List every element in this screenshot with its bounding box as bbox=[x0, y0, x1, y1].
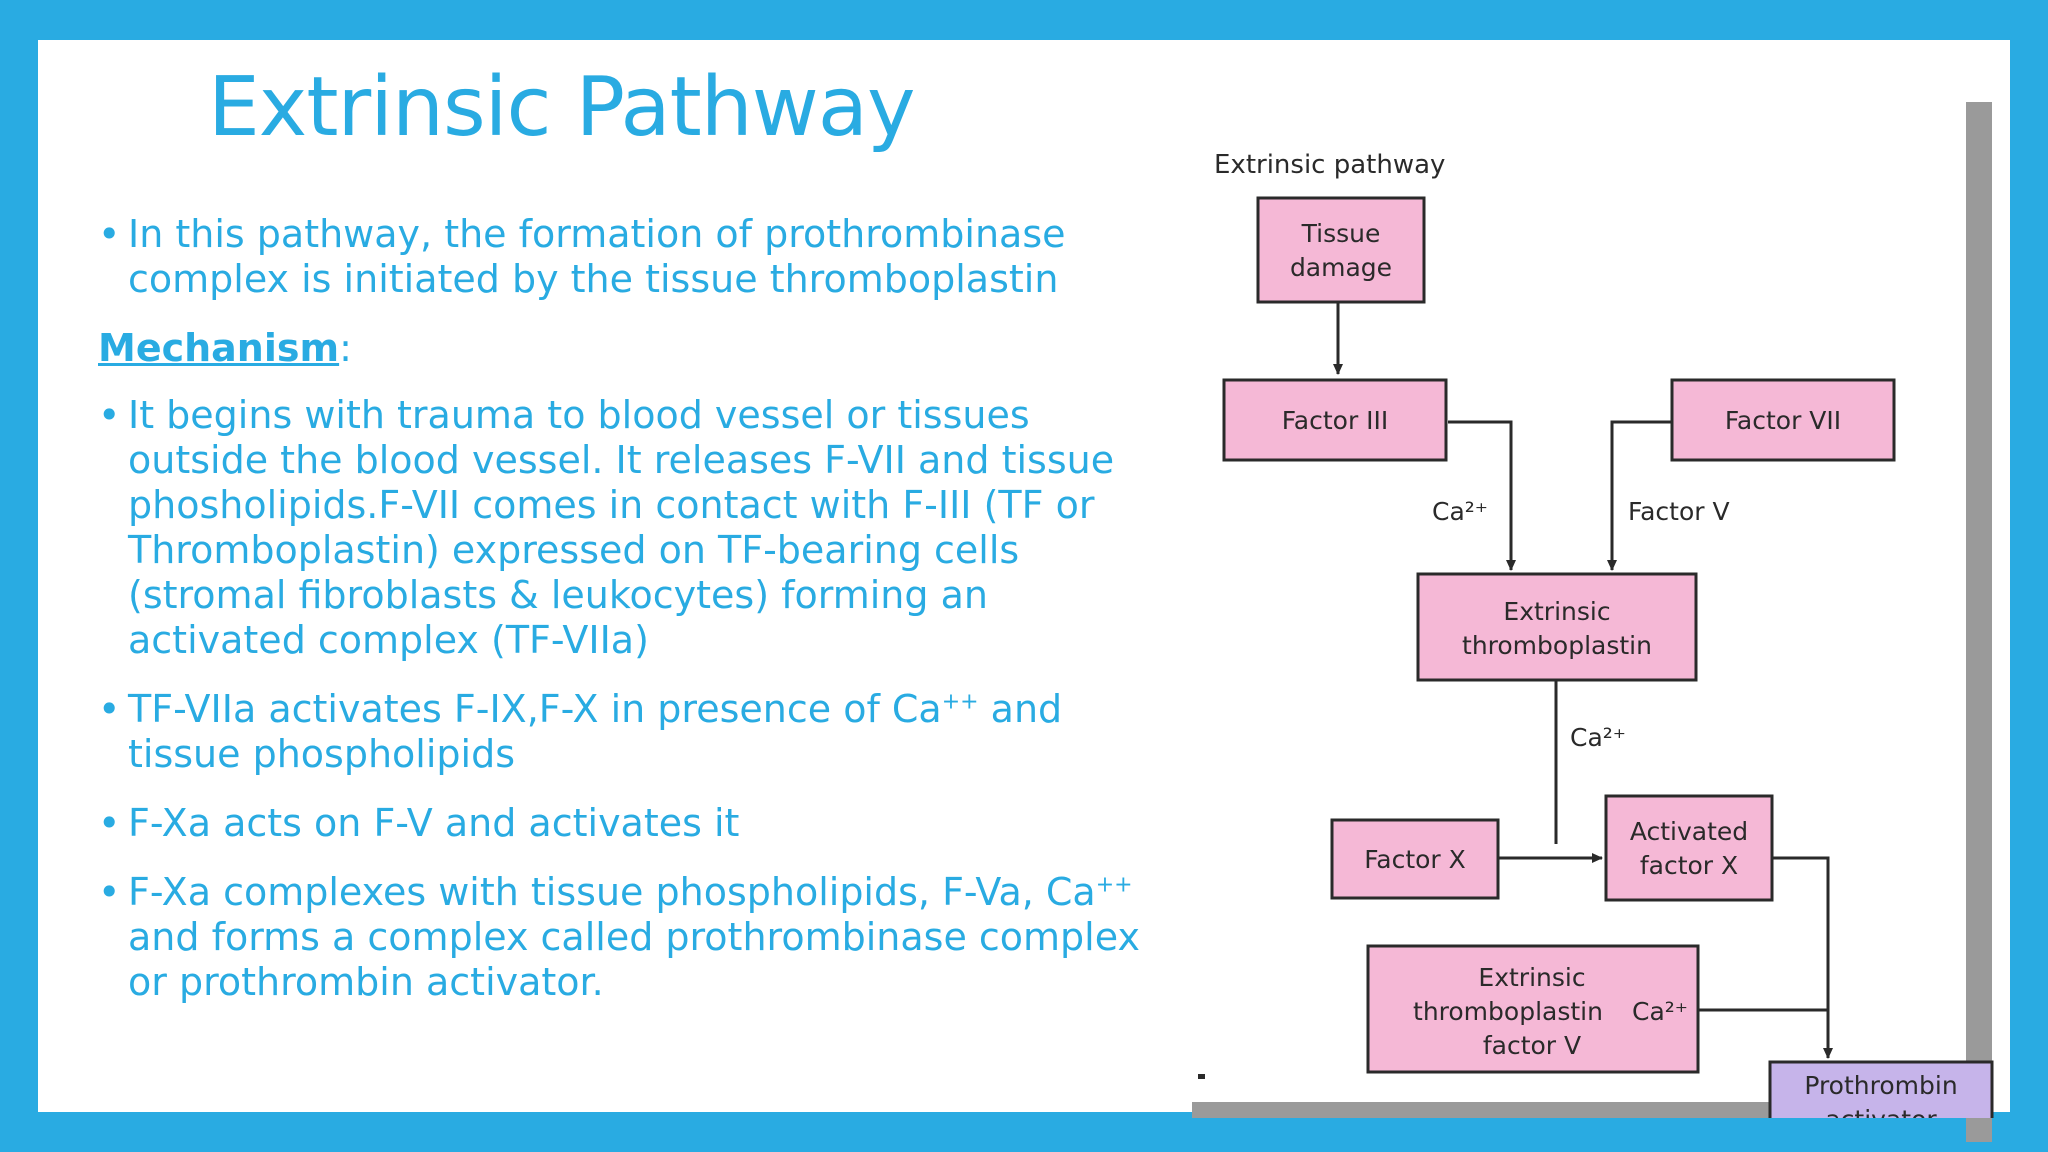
bullet-prothrombinase-sup: ++ bbox=[1095, 872, 1133, 898]
mechanism-label: Mechanism bbox=[98, 326, 340, 370]
label-complex-ca: Ca²⁺ bbox=[1632, 997, 1688, 1026]
slide: Extrinsic Pathway In this pathway, the f… bbox=[38, 40, 2010, 1142]
figure-dot-mark bbox=[1198, 1074, 1205, 1079]
node-activated-factor-x bbox=[1604, 794, 1774, 902]
label-prothrombin-1: Prothrombin bbox=[1804, 1071, 1957, 1100]
edge-label-factor-v: Factor V bbox=[1628, 497, 1730, 526]
label-extrinsic-2: thromboplastin bbox=[1462, 631, 1652, 660]
node-factor-vii bbox=[1670, 378, 1896, 462]
label-complex-1: Extrinsic bbox=[1478, 963, 1585, 992]
label-factor-iii: Factor III bbox=[1282, 406, 1389, 435]
figure-shadow-right bbox=[1966, 102, 1992, 1142]
slide-title: Extrinsic Pathway bbox=[208, 60, 916, 155]
edge-label-ca-left: Ca²⁺ bbox=[1432, 497, 1488, 526]
diagram-heading: Extrinsic pathway bbox=[1214, 150, 1445, 180]
bullet-prothrombinase: F-Xa complexes with tissue phospholipids… bbox=[98, 870, 1158, 1005]
label-factor-x: Factor X bbox=[1364, 845, 1466, 874]
edge-factor3-to-extrinsic bbox=[1448, 420, 1516, 571]
node-prothrombin-activator bbox=[1768, 1060, 1994, 1118]
label-prothrombin-2: activator bbox=[1825, 1105, 1937, 1118]
bullet-tf-viia: TF-VIIa activates F-IX,F-X in presence o… bbox=[98, 687, 1158, 777]
pathway-diagram: Extrinsic pathway bbox=[1156, 102, 1994, 1118]
bullet-tf-viia-post: and tissue phospholipids bbox=[128, 687, 1063, 776]
bullet-prothrombinase-pre: F-Xa complexes with tissue phospholipids… bbox=[128, 870, 1096, 914]
bullet-tf-viia-sup: ++ bbox=[941, 689, 979, 715]
bullet-tf-viia-pre: TF-VIIa activates F-IX,F-X in presence o… bbox=[128, 687, 942, 731]
mechanism-colon: : bbox=[339, 326, 352, 370]
label-tissue-damage-1: Tissue bbox=[1301, 219, 1381, 248]
node-complex bbox=[1366, 944, 1700, 1074]
node-tissue-damage bbox=[1256, 196, 1426, 304]
mechanism-heading: Mechanism: bbox=[98, 326, 1158, 371]
bullet-intro: In this pathway, the formation of prothr… bbox=[98, 212, 1158, 302]
label-factor-vii: Factor VII bbox=[1725, 406, 1841, 435]
bullet-fxa-fv: F-Xa acts on F-V and activates it bbox=[98, 801, 1158, 846]
bullet-prothrombinase-post: and forms a complex called prothrombinas… bbox=[128, 915, 1140, 1004]
edge-factor7-to-extrinsic bbox=[1607, 420, 1672, 571]
label-tissue-damage-2: damage bbox=[1290, 253, 1392, 282]
label-complex-2: thromboplastin bbox=[1413, 997, 1603, 1026]
label-complex-3: factor V bbox=[1483, 1031, 1581, 1060]
edge-activated-to-prothrombin bbox=[1772, 856, 1833, 1059]
label-extrinsic-1: Extrinsic bbox=[1503, 597, 1610, 626]
pathway-figure: Extrinsic pathway bbox=[1156, 62, 2004, 1142]
edge-label-ca-mid: Ca²⁺ bbox=[1570, 723, 1626, 752]
label-activated-1: Activated bbox=[1630, 817, 1748, 846]
node-extrinsic-thromboplastin bbox=[1416, 572, 1698, 682]
slide-content: In this pathway, the formation of prothr… bbox=[98, 212, 1158, 1029]
bullet-trauma: It begins with trauma to blood vessel or… bbox=[98, 393, 1158, 663]
label-activated-2: factor X bbox=[1640, 851, 1738, 880]
node-factor-iii bbox=[1222, 378, 1448, 462]
node-factor-x bbox=[1330, 818, 1500, 900]
